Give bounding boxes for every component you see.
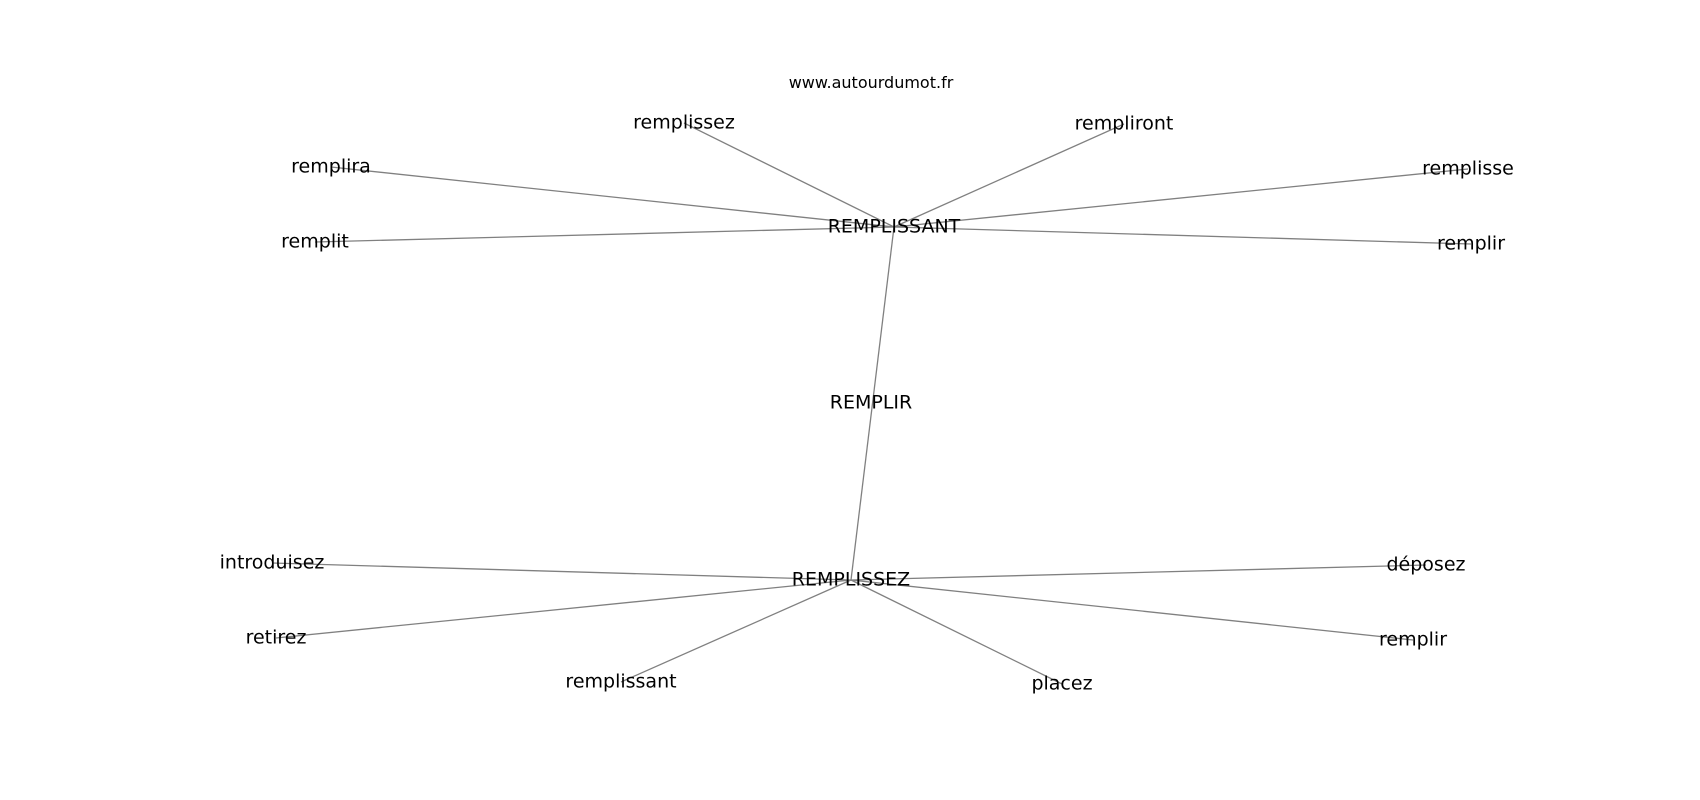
edge-REMPLISSANT-remplir_1 [893,226,1472,245]
edge-REMPLISSEZ-placez [850,579,1063,685]
edge-REMPLISSEZ-remplir_2 [850,579,1414,641]
site-url: www.autourdumot.fr [788,73,954,92]
leaf-node-remplit: remplit [281,230,349,253]
leaf-node-introduisez: introduisez [219,551,325,574]
hub-node-remplissant: REMPLISSANT [827,215,961,238]
hub-node-remplissez: REMPLISSEZ [791,568,911,591]
edge-REMPLISSEZ-remplissant_2 [620,579,852,683]
leaf-node-retirez: retirez [245,626,307,649]
leaf-node-remplisse: remplisse [1422,157,1514,180]
center-node-remplir: REMPLIR [829,391,913,414]
leaf-node-remplir-top: remplir [1436,232,1506,255]
edge-REMPLISSANT-rempliront [893,123,1125,228]
leaf-node-remplissant: remplissant [565,670,677,693]
edge-REMPLISSEZ-retirez [275,579,852,639]
edge-REMPLISSANT-REMPLISSEZ [850,226,895,581]
leaf-node-remplir-bottom: remplir [1378,628,1448,651]
edge-REMPLISSANT-remplira [330,166,895,228]
leaf-node-rempliront: rempliront [1074,112,1174,135]
edge-REMPLISSEZ-deposez [850,564,1427,581]
leaf-node-remplissez: remplissez [633,111,735,134]
leaf-node-remplira: remplira [291,155,371,178]
leaf-node-placez: placez [1031,672,1093,695]
leaf-node-deposez: déposez [1386,553,1466,576]
edge-REMPLISSANT-remplit [314,226,895,243]
edge-REMPLISSEZ-introduisez [271,562,852,581]
edge-REMPLISSANT-remplissez_1 [683,122,895,228]
edge-REMPLISSANT-remplisse [893,168,1469,228]
